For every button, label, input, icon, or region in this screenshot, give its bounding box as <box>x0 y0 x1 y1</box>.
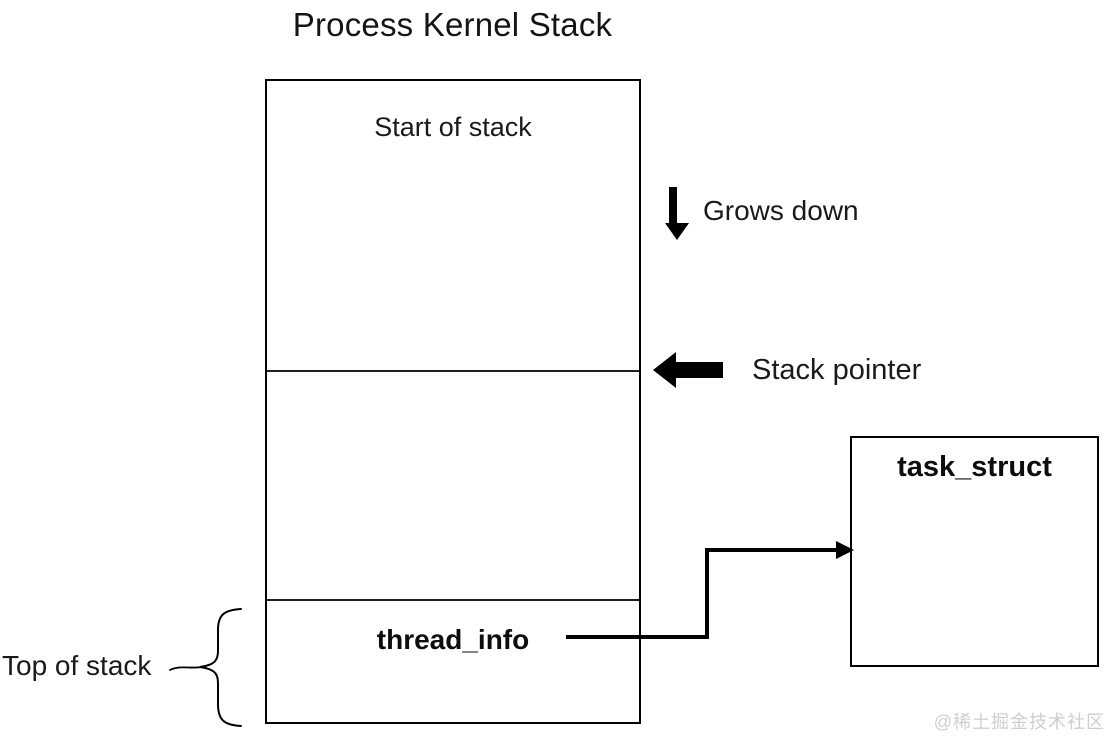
process-kernel-stack-box: Start of stack thread_info <box>265 79 641 724</box>
task-struct-box: task_struct <box>850 436 1099 667</box>
task-struct-label: task_struct <box>897 451 1052 483</box>
down-arrow-icon <box>665 187 689 240</box>
page-title: Process Kernel Stack <box>292 6 613 43</box>
left-arrow-icon <box>653 352 723 388</box>
label-dash-line <box>169 666 202 671</box>
top-of-stack-label: Top of stack <box>2 650 152 681</box>
watermark: @稀土掘金技术社区 <box>933 712 1105 732</box>
stack-pointer-label: Stack pointer <box>752 354 922 386</box>
thread-info-label: thread_info <box>376 624 530 655</box>
start-of-stack-label: Start of stack <box>374 112 532 142</box>
grows-down-label: Grows down <box>703 195 859 226</box>
curly-brace-icon <box>199 608 242 727</box>
